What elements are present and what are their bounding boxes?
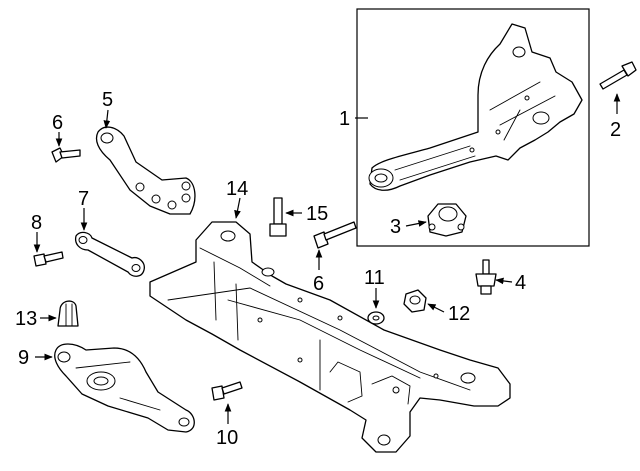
lateral-link-part — [74, 231, 145, 277]
callout-10: 10 — [216, 427, 238, 449]
bolt-part-8 — [33, 251, 64, 267]
upper-arm-part — [95, 126, 196, 215]
callout-14: 14 — [226, 178, 248, 200]
nut-part — [403, 289, 427, 313]
callout-8: 8 — [31, 212, 42, 234]
bolt-part-10 — [211, 381, 243, 401]
callout-7: 7 — [78, 188, 89, 210]
callout-13: 13 — [15, 308, 37, 330]
bushing-part — [427, 203, 467, 237]
lower-arm-part — [54, 343, 195, 433]
subframe-part — [149, 221, 511, 453]
callout-6-left: 6 — [52, 112, 63, 134]
bolt-part-6-right — [313, 221, 357, 249]
callout-11: 11 — [364, 267, 385, 289]
bolt-part-6-left — [51, 147, 81, 163]
washer-part — [367, 311, 385, 325]
callout-12: 12 — [448, 303, 470, 325]
callout-4: 4 — [515, 272, 526, 294]
bolt-part-2 — [599, 61, 637, 90]
callout-9: 9 — [18, 347, 29, 369]
bolt-part-15 — [269, 197, 287, 237]
callout-3: 3 — [390, 216, 401, 238]
cap-part — [57, 300, 79, 327]
callout-15: 15 — [306, 203, 328, 225]
stud-part — [475, 259, 497, 295]
callout-2: 2 — [610, 119, 621, 141]
callout-6-right: 6 — [313, 273, 324, 295]
trailing-arm-part — [368, 23, 583, 191]
inset-box — [356, 8, 590, 247]
callout-1: 1 — [339, 108, 350, 130]
leader-lines — [33, 93, 621, 424]
callout-5: 5 — [102, 89, 113, 111]
